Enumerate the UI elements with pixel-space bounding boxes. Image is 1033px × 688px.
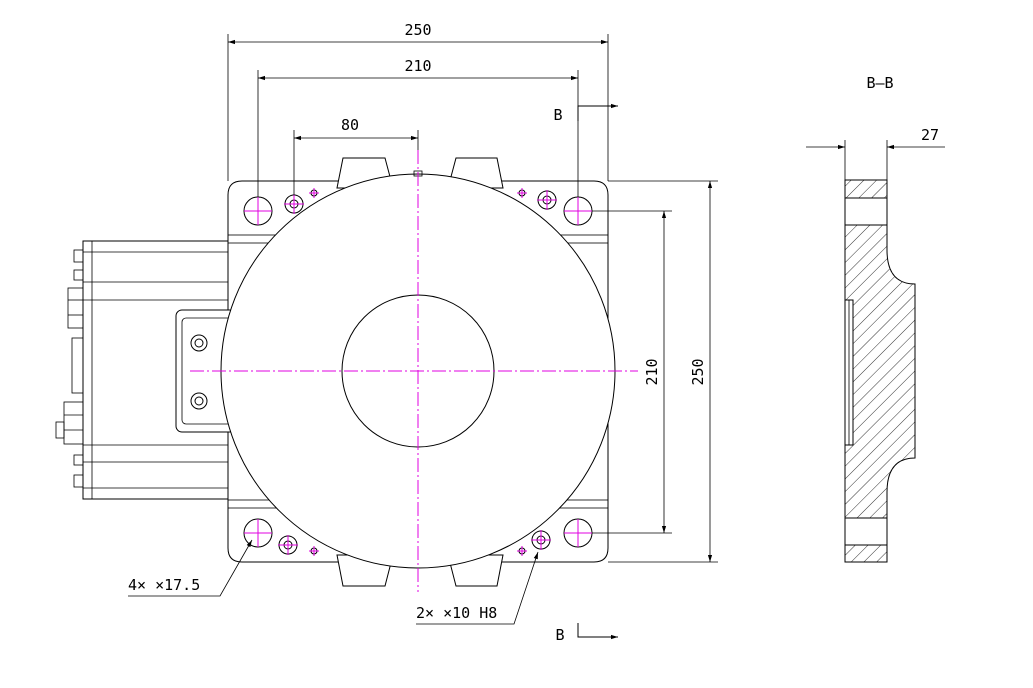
dimension-hole-span-height: 210 [592, 210, 672, 534]
hole-span-height-value: 210 [643, 358, 661, 385]
overall-height-value: 250 [689, 358, 707, 385]
hole-span-width-value: 210 [404, 57, 431, 75]
section-marker-top-label: B [553, 106, 562, 124]
section-thickness-value: 27 [921, 126, 939, 144]
overall-width-value: 250 [404, 21, 431, 39]
centerlines [190, 150, 638, 592]
dimension-overall-height: 250 [608, 180, 718, 563]
callout-large-holes: 4× ×17.5 [128, 539, 253, 597]
section-marker-top: B [553, 103, 618, 124]
callout-pin-holes: 2× ×10 H8 [416, 551, 539, 625]
dimension-overall-width: 250 [227, 21, 609, 181]
dimension-small-offset: 80 [293, 116, 419, 195]
section-title: B—B [866, 74, 893, 92]
section-marker-bottom-label: B [555, 626, 564, 644]
dimension-hole-span-width: 210 [257, 57, 579, 197]
callout-large-holes-text: 4× ×17.5 [128, 576, 200, 594]
small-offset-value: 80 [341, 116, 359, 134]
section-marker-bottom: B [555, 623, 618, 644]
callout-pin-holes-text: 2× ×10 H8 [416, 604, 497, 622]
section-view: B—B 27 [806, 74, 945, 563]
